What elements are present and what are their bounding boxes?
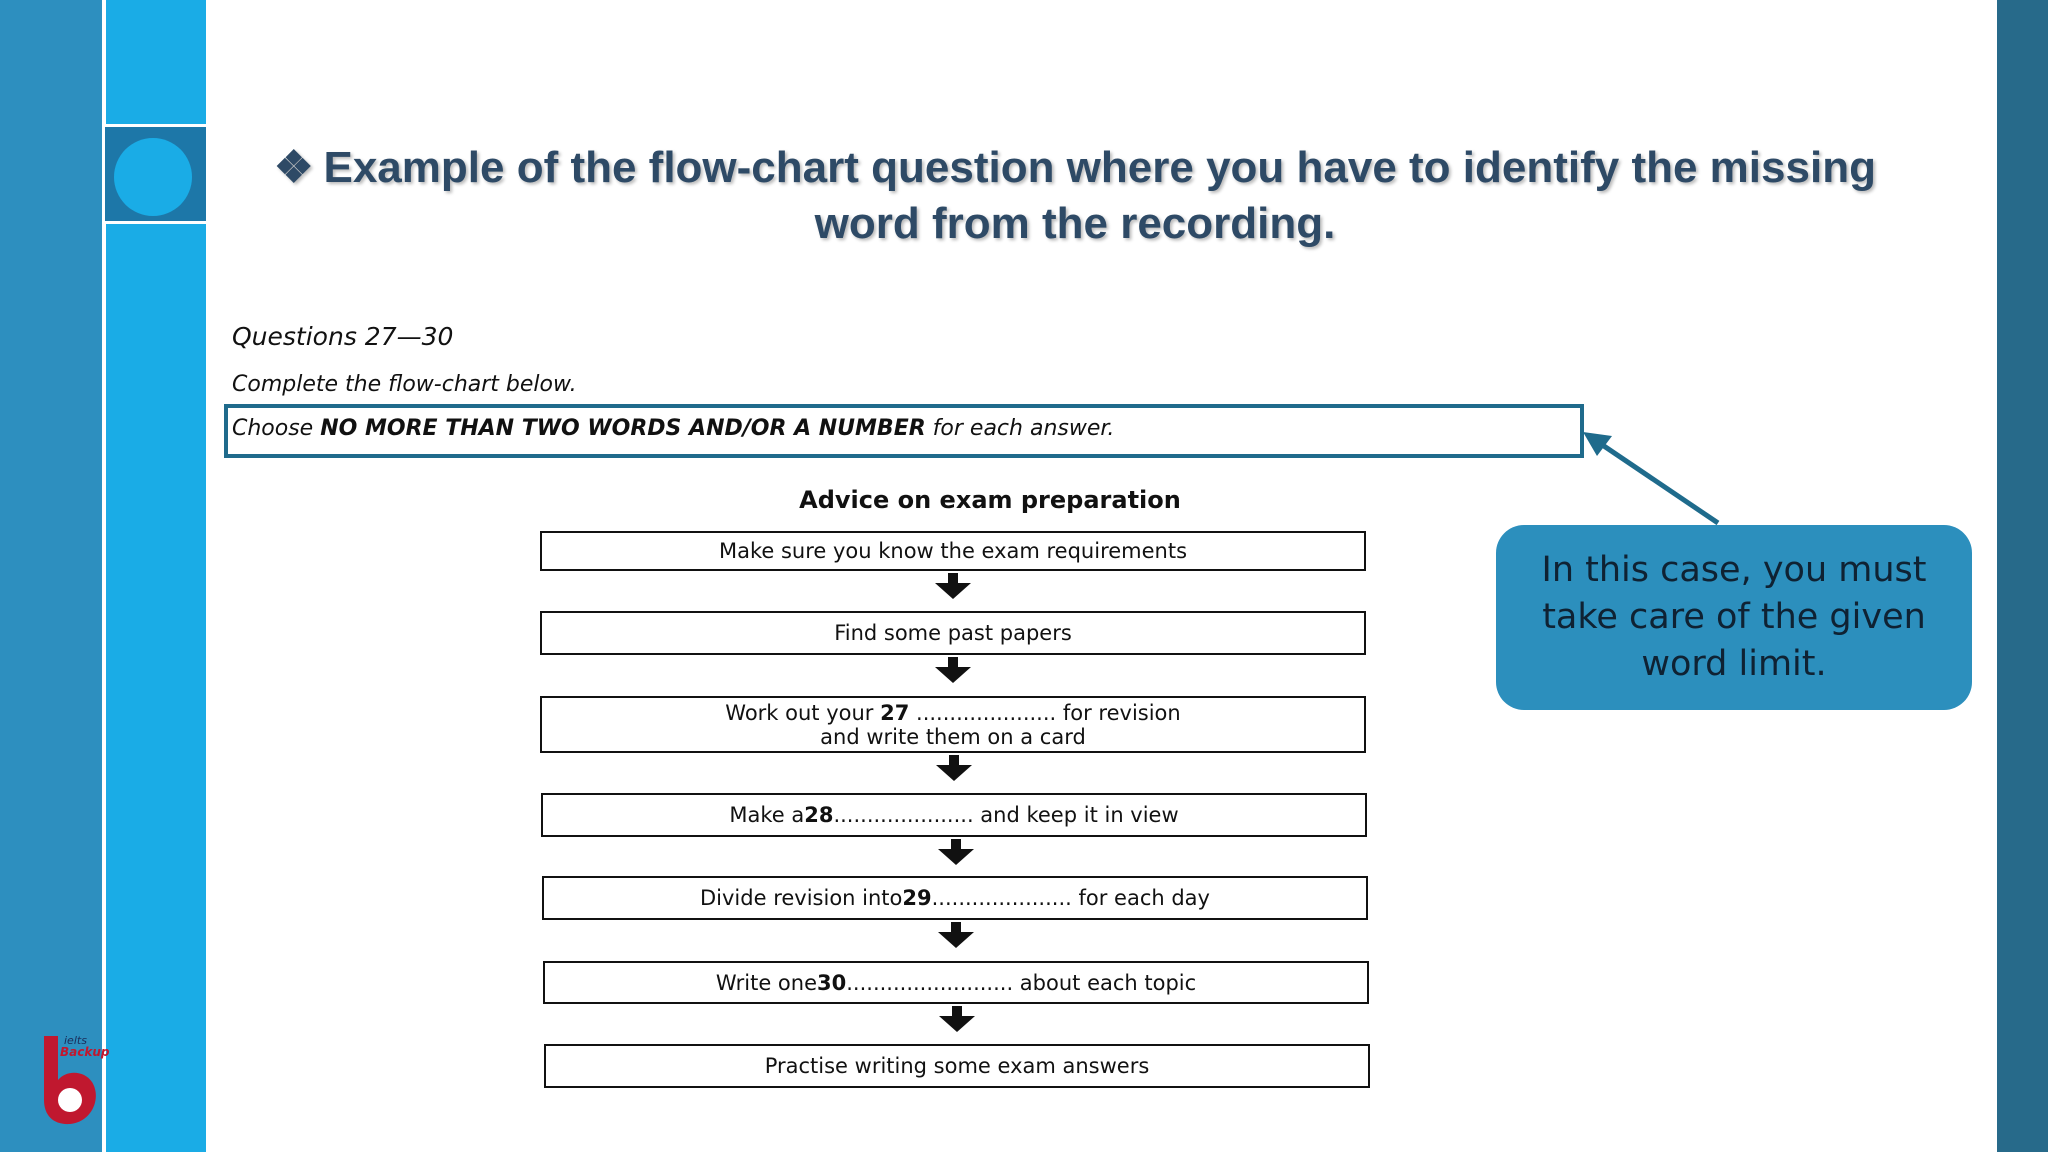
step-text: Make a — [729, 803, 805, 827]
step-text: Work out your — [725, 700, 881, 725]
step-text: Practise writing some exam answers — [764, 1054, 1150, 1078]
step-text: ..................... for each day — [931, 886, 1210, 910]
word-limit-suffix: for each answer. — [925, 416, 1115, 441]
right-band — [1997, 0, 2048, 1152]
flowchart-step-5: Divide revision into 29 ................… — [542, 876, 1368, 920]
question-number: 29 — [902, 886, 932, 910]
flowchart-title: Advice on exam preparation — [799, 486, 1181, 514]
callout-box: In this case, you must take care of the … — [1496, 525, 1972, 710]
step-text-line-2: and write them on a card — [820, 724, 1086, 749]
flowchart-step-4: Make a 28 ..................... and keep… — [541, 793, 1367, 837]
question-number: 30 — [817, 970, 847, 995]
question-number: 28 — [804, 803, 834, 827]
step-text: ......................... about each top… — [846, 970, 1197, 995]
ielts-backup-logo: ielts Backup — [44, 1034, 110, 1125]
highlight-box — [224, 404, 1584, 458]
flowchart-step-2: Find some past papers — [540, 611, 1366, 655]
step-text: Find some past papers — [834, 621, 1072, 645]
step-text-line-1: Work out your 27 ..................... f… — [725, 701, 1180, 725]
slide-title-text: Example of the flow-chart question where… — [323, 143, 1876, 248]
slide-title: ❖Example of the flow-chart question wher… — [250, 140, 1900, 252]
questions-heading: Questions 27—30 — [232, 322, 454, 351]
word-limit-bold: NO MORE THAN TWO WORDS AND/OR A NUMBER — [320, 416, 926, 441]
left-band-divider — [102, 0, 106, 1152]
step-text: ..................... and keep it in vie… — [833, 803, 1179, 827]
word-limit-instruction: Choose NO MORE THAN TWO WORDS AND/OR A N… — [232, 416, 1114, 441]
questions-instruction: Complete the flow-chart below. — [232, 372, 577, 397]
step-text: Divide revision into — [700, 886, 903, 910]
left-band-dark — [0, 0, 102, 1152]
flowchart-step-7: Practise writing some exam answers — [544, 1044, 1370, 1088]
circle-decoration — [114, 138, 192, 216]
question-number: 27 — [880, 700, 910, 725]
flowchart-step-1: Make sure you know the exam requirements — [540, 531, 1366, 571]
logo-text-bottom: Backup — [60, 1045, 110, 1059]
word-limit-prefix: Choose — [232, 416, 321, 441]
flowchart-step-3: Work out your 27 ..................... f… — [540, 696, 1366, 753]
logo-text-top: ielts — [64, 1034, 87, 1047]
diamond-bullet-icon: ❖ — [274, 143, 314, 192]
callout-text: In this case, you must take care of the … — [1541, 550, 1927, 684]
step-text: Write one — [715, 970, 818, 995]
step-text: Make sure you know the exam requirements — [718, 539, 1188, 563]
step-text: ..................... for revision — [909, 700, 1181, 725]
flowchart-step-6: Write one 30 ......................... a… — [543, 961, 1369, 1004]
